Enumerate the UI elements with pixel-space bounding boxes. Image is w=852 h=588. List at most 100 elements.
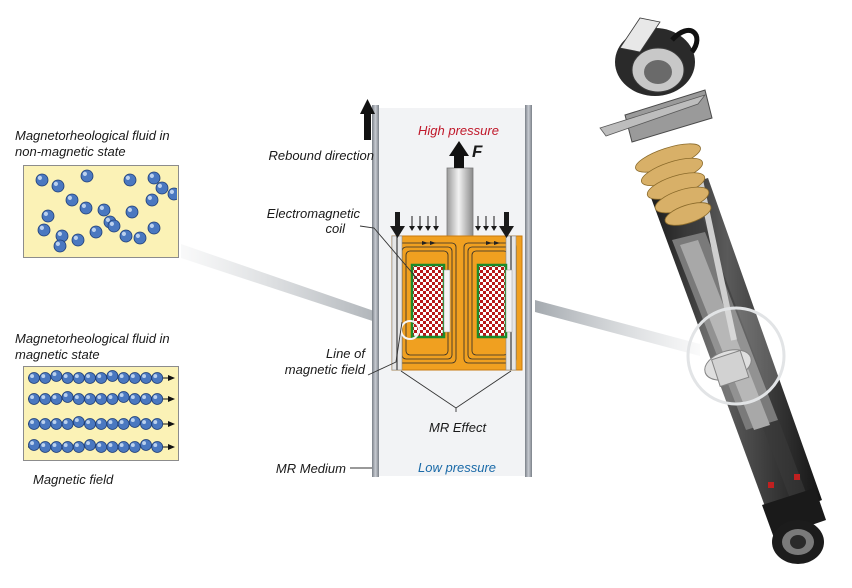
field-arrowheads — [422, 241, 500, 245]
chain-3-particle-8-highlight — [119, 443, 124, 447]
chain-1-particle-5-highlight — [86, 395, 90, 399]
chain-0-particle-0-highlight — [30, 374, 34, 378]
nonmagnetic-particles — [35, 169, 177, 253]
particle-6-highlight — [43, 211, 48, 216]
leader-electromagnetic-coil — [359, 225, 421, 283]
rebound-arrow-icon — [360, 99, 375, 140]
particle-21-highlight — [55, 241, 60, 246]
particle-0-highlight — [37, 175, 42, 180]
chain-3-particle-2-highlight — [52, 443, 57, 447]
particle-17-highlight — [91, 227, 96, 232]
zoom-connector-right — [535, 300, 700, 356]
nonmagnetic-fluid-panel — [23, 165, 179, 258]
chain-0-particle-3-highlight — [63, 374, 68, 378]
chain-3-particle-11-highlight — [153, 443, 158, 447]
high-pressure-label: High pressure — [418, 123, 499, 138]
chain-1-particle-7-highlight — [108, 395, 113, 399]
line-of-field-label-line2: magnetic field — [284, 362, 365, 377]
chain-2-particle-2-highlight — [52, 420, 57, 424]
chain-3-particle-10-highlight — [142, 441, 146, 445]
chain-3-particle-6-highlight — [97, 443, 102, 447]
leader-line-of-field — [367, 321, 403, 376]
field-arrowhead-2 — [168, 421, 175, 427]
particle-12-highlight — [147, 195, 152, 200]
chain-3-particle-4-highlight — [74, 443, 79, 447]
chain-1-particle-11-highlight — [153, 395, 158, 399]
chain-0-particle-9-highlight — [130, 374, 135, 378]
mag-title-line2: magnetic state — [15, 347, 100, 362]
cylinder-wall-right — [525, 105, 532, 477]
chain-1-particle-4-highlight — [74, 395, 79, 399]
coil-right — [476, 263, 508, 339]
chain-3-particle-7-highlight — [108, 443, 113, 447]
chain-2-particle-6-highlight — [97, 420, 102, 424]
particle-2-highlight — [82, 171, 87, 176]
fluid-flow-arrows — [390, 212, 514, 238]
chain-0-particle-8-highlight — [119, 374, 124, 378]
particle-20-highlight — [149, 223, 154, 228]
particle-4-highlight — [149, 173, 154, 178]
particle-1-highlight — [53, 181, 58, 186]
chain-3-particle-9-highlight — [130, 443, 135, 447]
particle-22-highlight — [109, 221, 114, 226]
chain-2-particle-1-highlight — [41, 420, 46, 424]
chain-1-particle-8-highlight — [119, 393, 124, 397]
chain-3-particle-1-highlight — [41, 443, 46, 447]
chain-2-particle-10-highlight — [142, 420, 146, 424]
chain-0-particle-11-highlight — [153, 374, 158, 378]
chain-0-particle-10-highlight — [142, 374, 146, 378]
particle-16-highlight — [73, 235, 78, 240]
chain-0-particle-4-highlight — [74, 374, 79, 378]
field-arrowhead-1 — [168, 396, 175, 402]
magnetic-fluid-panel — [23, 366, 179, 461]
mr-medium-label: MR Medium — [275, 461, 346, 476]
particle-14-highlight — [39, 225, 44, 230]
magnetic-particle-chains — [28, 370, 175, 453]
magnetic-field-label: Magnetic field — [33, 472, 114, 487]
chain-3-particle-5-highlight — [86, 441, 90, 445]
shock-absorber-illustration — [599, 17, 826, 564]
chain-0-particle-7-highlight — [108, 372, 113, 376]
chain-2-particle-11-highlight — [153, 420, 158, 424]
field-arrowhead-0 — [168, 375, 175, 381]
nonmag-title-line2: non-magnetic state — [15, 144, 126, 159]
chain-0-particle-6-highlight — [97, 374, 102, 378]
low-pressure-label: Low pressure — [418, 460, 497, 475]
electromagnetic-coil-label-line2: coil — [325, 221, 345, 236]
nonmag-title-line1: Magnetorheological fluid in — [15, 128, 170, 143]
chain-1-particle-9-highlight — [130, 395, 135, 399]
rebound-direction-label: Rebound direction — [268, 148, 374, 163]
particle-5-highlight — [157, 183, 162, 188]
chain-1-particle-0-highlight — [30, 395, 34, 399]
particle-18-highlight — [121, 231, 126, 236]
chain-2-particle-8-highlight — [119, 420, 124, 424]
chain-1-particle-3-highlight — [63, 393, 68, 397]
chain-2-particle-7-highlight — [108, 420, 113, 424]
piston-rod — [446, 167, 474, 237]
zoom-connector-left — [181, 244, 400, 330]
line-of-field-label-line1: Line of — [325, 346, 365, 361]
particle-15-highlight — [57, 231, 63, 236]
particle-8-highlight — [81, 203, 86, 208]
particle-13-highlight — [169, 189, 174, 194]
particle-7-highlight — [67, 195, 72, 200]
chain-2-particle-4-highlight — [74, 418, 79, 422]
chain-0-particle-5-highlight — [86, 374, 90, 378]
chain-2-particle-9-highlight — [130, 418, 135, 422]
particle-19-highlight — [135, 233, 140, 238]
force-label: F — [472, 142, 483, 161]
electromagnetic-coil-label-line1: Electromagnetic — [266, 206, 360, 221]
chain-0-particle-1-highlight — [41, 374, 46, 378]
chain-3-particle-3-highlight — [63, 443, 68, 447]
chain-2-particle-5-highlight — [86, 420, 90, 424]
chain-1-particle-2-highlight — [52, 395, 57, 399]
cylinder-wall-left — [372, 105, 379, 477]
particle-9-highlight — [99, 205, 104, 210]
particle-11-highlight — [127, 207, 132, 212]
chain-1-particle-1-highlight — [41, 395, 46, 399]
force-arrow-icon — [449, 141, 469, 168]
chain-2-particle-3-highlight — [63, 420, 68, 424]
coil-left — [410, 263, 446, 339]
